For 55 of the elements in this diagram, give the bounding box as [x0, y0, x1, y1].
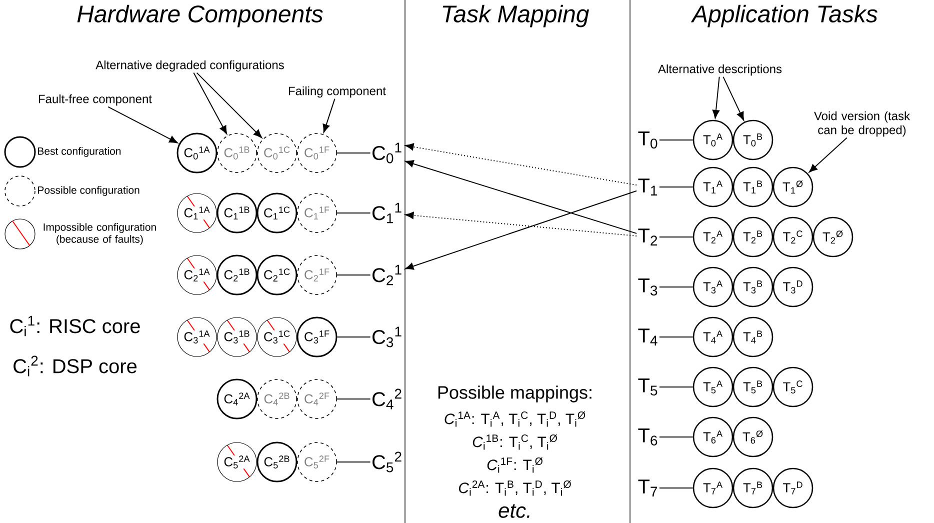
arrow — [193, 72, 228, 134]
heading: Hardware Components — [77, 4, 323, 28]
mapping-rule: C$_{i}$$^{2A}$: T$_{i}$$^{B}$, T$_{i}$$^{D}$, T$_{i}$Ø — [458, 480, 571, 496]
annotation-text: Alternative degraded configurations — [96, 60, 284, 72]
annotation-text: Fault-free component — [38, 94, 152, 106]
connector-line — [336, 212, 371, 214]
component-label: C$_{0}$1 — [372, 142, 402, 164]
legend-item: Best configuration — [4, 136, 121, 168]
task-label: T$_{0}$ — [638, 132, 658, 148]
connector-line — [658, 236, 694, 238]
component-label: C$_{5}$2 — [372, 452, 402, 472]
mapping-rule: C$_{i}$$^{1F}$: T$_{i}$Ø — [487, 457, 543, 473]
arrow — [808, 137, 848, 173]
heading: Task Mapping — [442, 4, 590, 28]
task-label: T$_{1}$ — [638, 178, 658, 196]
etc-text: etc. — [498, 504, 530, 518]
annotation-text: Void version (task can be dropped) — [814, 111, 910, 137]
heading: Application Tasks — [690, 4, 878, 28]
mapping-heading: Possible mappings: — [438, 386, 592, 402]
annotation-text: Failing component — [288, 86, 386, 98]
definition-text: C$_{i}$$^{1}$: RISC core — [10, 316, 140, 336]
mapping-rule: C$_{i}$$^{1A}$: T$_{i}$$^{A}$, T$_{i}$$^{C}$, T$_{i}$$^{D}$, T$_{i}$Ø — [444, 411, 586, 427]
legend-item: Possible configuration — [4, 176, 140, 206]
component-label: C$_{2}$1 — [372, 264, 402, 286]
connector-line — [336, 336, 371, 338]
definition-text: C$_{i}$$^{2}$: DSP core — [14, 356, 137, 376]
task-label: T$_{7}$ — [638, 480, 658, 496]
task-label: T$_{6}$ — [638, 428, 658, 446]
task-label: T$_{3}$ — [638, 278, 658, 296]
arrow — [722, 76, 744, 121]
arrow — [322, 98, 336, 133]
connector-line — [658, 386, 694, 388]
connector-line — [336, 152, 371, 154]
arrow — [196, 72, 262, 138]
connector-line — [336, 398, 371, 400]
connector-line — [658, 186, 694, 188]
connector-line — [336, 274, 371, 276]
mapping-rule: C$_{i}$$^{1B}$: T$_{i}$$^{C}$, T$_{i}$Ø — [472, 434, 558, 450]
arrow — [108, 106, 178, 144]
task-label: T$_{2}$ — [638, 228, 658, 246]
arrow — [712, 76, 720, 119]
arrow — [405, 190, 638, 270]
connector-line — [658, 286, 694, 288]
annotation-text: Alternative descriptions — [658, 64, 782, 76]
arrow — [405, 160, 638, 234]
component-label: C$_{4}$2 — [372, 388, 402, 410]
arrow — [405, 212, 638, 236]
connector-line — [658, 436, 694, 438]
task-label: T$_{4}$ — [638, 328, 658, 346]
component-label: C$_{1}$1 — [372, 202, 402, 224]
component-label: C$_{3}$1 — [372, 326, 402, 348]
task-label: T$_{5}$ — [638, 378, 658, 396]
connector-line — [658, 336, 694, 338]
legend-item: Impossible configuration (because of faults) — [4, 218, 156, 250]
arrow — [405, 143, 638, 186]
